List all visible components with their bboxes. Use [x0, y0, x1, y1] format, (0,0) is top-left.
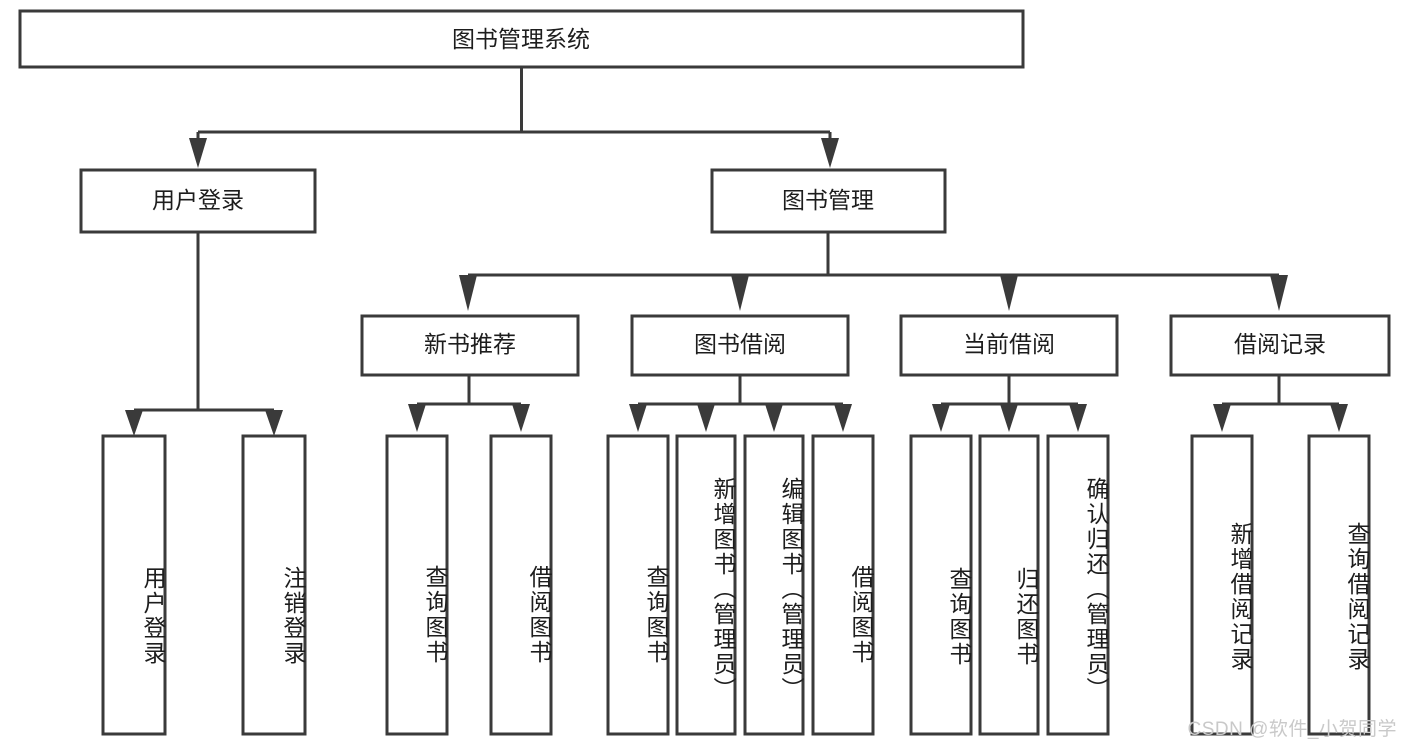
arrow-head-book-manage [821, 138, 839, 168]
node-book-borrow-box[interactable] [630, 314, 850, 377]
node-borrow-record[interactable]: 借阅记录 [1169, 314, 1391, 377]
node-book-manage[interactable]: 图书管理 [710, 168, 947, 234]
arrow-head-leaf-5 [629, 404, 647, 432]
node-leaf-10-box[interactable] [978, 434, 1040, 736]
node-book-manage-box[interactable] [710, 168, 947, 234]
arrow-head-leaf-6 [697, 404, 715, 432]
node-current-borrow[interactable]: 当前借阅 [899, 314, 1119, 377]
node-new-book-rec-box[interactable] [360, 314, 580, 377]
connector-group-new-book-rec [408, 375, 530, 432]
node-leaf-2-box[interactable] [241, 434, 307, 736]
node-leaf-1-box[interactable] [101, 434, 167, 736]
arrow-head-leaf-2 [265, 410, 283, 436]
arrow-head-leaf-12 [1213, 404, 1231, 432]
arrow-head-leaf-1 [125, 410, 143, 436]
arrow-head-book-borrow [731, 275, 749, 311]
node-leaf-7-box[interactable] [743, 434, 805, 736]
arrow-head-leaf-4 [512, 404, 530, 432]
arrow-head-leaf-9 [932, 404, 950, 432]
node-book-borrow[interactable]: 图书借阅 [630, 314, 850, 377]
node-leaf-11-box[interactable] [1046, 434, 1110, 736]
connector-group-current-borrow [932, 375, 1087, 432]
node-user-login-box[interactable] [79, 168, 317, 234]
connector-group-book-borrow [629, 375, 852, 432]
node-borrow-record-label: 借阅记录 [1234, 331, 1326, 357]
node-leaf-9-box[interactable] [909, 434, 973, 736]
node-leaf-4-box[interactable] [489, 434, 553, 736]
node-leaf-3-box[interactable] [385, 434, 449, 736]
connector-group-borrow-record [1213, 375, 1348, 432]
node-root-label: 图书管理系统 [452, 26, 590, 52]
node-borrow-record-box[interactable] [1169, 314, 1391, 377]
arrow-head-user-login [189, 138, 207, 168]
arrow-head-leaf-3 [408, 404, 426, 432]
node-book-manage-label: 图书管理 [782, 187, 874, 213]
connector-group-root [189, 67, 839, 168]
arrow-head-leaf-7 [765, 404, 783, 432]
arrow-head-leaf-10 [1000, 404, 1018, 432]
node-leaf-8-box[interactable] [811, 434, 875, 736]
node-new-book-rec[interactable]: 新书推荐 [360, 314, 580, 377]
arrow-head-leaf-13 [1330, 404, 1348, 432]
node-book-borrow-label: 图书借阅 [694, 331, 786, 357]
connector-group-book-manage [459, 232, 1288, 311]
node-leaf-6-box[interactable] [675, 434, 737, 736]
watermark: CSDN @软件_小贺同学 [1187, 719, 1397, 740]
node-leaf-5-box[interactable] [606, 434, 670, 736]
arrow-head-borrow-record [1270, 275, 1288, 311]
node-root[interactable]: 图书管理系统 [18, 9, 1025, 69]
node-current-borrow-box[interactable] [899, 314, 1119, 377]
connector-group-user-login [125, 232, 283, 436]
arrow-head-leaf-11 [1069, 404, 1087, 432]
node-leaf-13-box[interactable] [1307, 434, 1371, 736]
node-new-book-rec-label: 新书推荐 [424, 331, 516, 357]
arrow-head-leaf-8 [834, 404, 852, 432]
node-current-borrow-label: 当前借阅 [963, 331, 1055, 357]
node-user-login[interactable]: 用户登录 [79, 168, 317, 234]
arrow-head-new-book-rec [459, 275, 477, 311]
node-user-login-label: 用户登录 [152, 187, 244, 213]
arrow-head-current-borrow [1000, 275, 1018, 311]
node-root-box[interactable] [18, 9, 1025, 69]
node-leaf-12-box[interactable] [1190, 434, 1254, 736]
